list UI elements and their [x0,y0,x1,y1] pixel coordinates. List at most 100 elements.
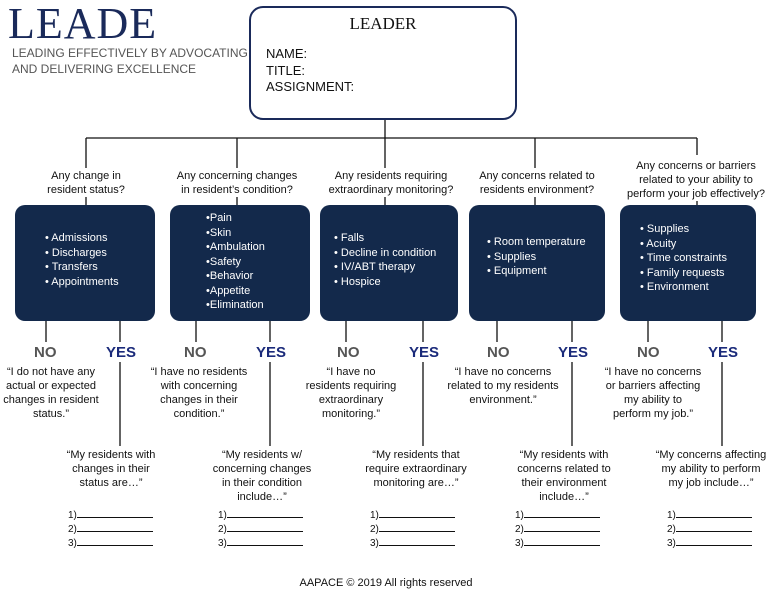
quote-line: my job include…” [668,477,754,489]
blank-line: 1) [515,508,600,522]
logo-title: LEADE [8,0,158,48]
branch-5-card: • Supplies • Acuity • Time constraints •… [620,205,756,321]
blank-line: 3) [218,536,303,550]
question-line: extraordinary monitoring? [328,184,454,196]
quote-line: “My concerns affecting [655,449,767,461]
card-item: •Behavior [206,270,254,282]
quote-line: monitoring are…” [373,477,459,489]
card-item: • Transfers [45,261,98,273]
branch-3-no-label: NO [337,344,360,361]
quote-line: my ability to [623,394,683,406]
branch-1-blanks: 1) 2) 3) [68,508,153,550]
question-line: Any change in [51,170,121,182]
branch-4-blanks: 1) 2) 3) [515,508,600,550]
quote-line: “I have no concerns [454,366,552,378]
quote-line: include…” [237,491,287,503]
branch-3-blanks: 1) 2) 3) [370,508,455,550]
quote-line: changes in resident [3,394,99,406]
card-item: • Appointments [45,275,119,288]
card-item: • Supplies [640,223,690,235]
blank-line: 3) [515,536,600,550]
quote-line: their environment [521,477,607,489]
card-item: •Pain [206,212,232,224]
branch-3-yes-label: YES [409,344,440,361]
blank-line: 3) [68,536,153,550]
branch-3-card: • Falls • Decline in condition • IV/ABT … [320,205,458,321]
blank-line: 2) [218,522,303,536]
branch-2-yes-label: YES [256,344,287,361]
quote-line: monitoring.” [321,408,381,420]
card-item: • Hospice [334,275,381,288]
card-item: • Falls [334,232,365,244]
quote-line: changes in their [72,463,150,475]
blank-line: 2) [515,522,600,536]
leader-name-label: NAME: [266,46,308,61]
blank-line: 2) [68,522,153,536]
card-item: • Admissions [45,232,108,244]
branch-4-card: • Room temperature • Supplies • Equipmen… [469,205,605,321]
branch-2-card: •Pain •Skin •Ambulation •Safety •Behavio… [170,205,310,321]
blank-line: 2) [370,522,455,536]
quote-line: perform my job.” [612,408,694,420]
quote-line: with concerning [160,380,238,392]
leader-assignment-label: ASSIGNMENT: [266,79,355,94]
branch-2-question: Any concerning changes in resident’s con… [169,169,305,197]
quote-line: include…” [539,491,589,503]
branch-5-yes-label: YES [708,344,739,361]
card-item: • Acuity [640,237,677,250]
logo-subtitle-line2: AND DELIVERING EXCELLENCE [12,62,197,76]
branch-4-no-quote: “I have no concerns related to my reside… [440,365,566,407]
branch-4-yes-quote: “My residents with concerns related to t… [507,448,621,504]
card-item: • Equipment [487,265,547,277]
quote-line: changes in their [160,394,238,406]
question-line: Any concerning changes [176,170,298,182]
leader-title-label: TITLE: [266,63,306,78]
quote-line: require extraordinary [365,463,467,475]
quote-line: extraordinary [318,394,384,406]
branch-2-no-quote: “I have no residents with concerning cha… [144,365,254,421]
branch-5-yes-quote: “My concerns affecting my ability to per… [650,448,772,490]
quote-line: “My residents that [372,449,460,461]
branch-3-yes-quote: “My residents that require extraordinary… [355,448,477,490]
card-item: • Discharges [45,246,107,259]
blank-line: 3) [370,536,455,550]
card-item: •Elimination [206,299,264,311]
card-item: • Room temperature [487,236,586,248]
branch-2-blanks: 1) 2) 3) [218,508,303,550]
quote-line: “I have no concerns [604,366,702,378]
logo-subtitle-line1: LEADING EFFECTIVELY BY ADVOCATING [12,46,248,60]
quote-line: concerns related to [517,463,611,475]
quote-line: “My residents w/ [221,449,303,461]
quote-line: “My residents with [66,449,156,461]
branch-5-question: Any concerns or barriers related to your… [620,159,772,201]
card-item: • IV/ABT therapy [334,261,416,273]
quote-line: in their condition [221,477,303,489]
card-item: • Time constraints [640,252,727,264]
branch-1-card: • Admissions • Discharges • Transfers • … [15,205,155,321]
quote-line: related to my residents [447,380,559,392]
leader-info-box: LEADER NAME: TITLE: ASSIGNMENT: [249,6,517,120]
quote-line: concerning changes [212,463,312,475]
card-item: • Decline in condition [334,246,437,259]
branch-5-no-label: NO [637,344,660,361]
blank-line: 1) [667,508,752,522]
copyright-footer: AAPACE © 2019 All rights reserved [299,577,473,589]
branch-5-no-quote: “I have no concerns or barriers affectin… [593,365,713,421]
card-item: •Skin [206,226,232,239]
branch-4-question: Any concerns related to residents enviro… [470,169,604,197]
quote-line: status are…” [79,477,143,489]
quote-line: “I do not have any [6,366,96,378]
branch-3-question: Any residents requiring extraordinary mo… [318,169,464,197]
card-item: •Ambulation [206,241,265,253]
leader-title: LEADER [349,14,417,33]
quote-line: environment.” [469,394,537,406]
blank-line: 2) [667,522,752,536]
question-line: residents environment? [479,184,595,196]
question-line: perform your job effectively? [627,188,765,200]
quote-line: “I have no [326,366,376,378]
branch-1-yes-label: YES [106,344,137,361]
branch-1-question: Any change in resident status? [26,169,146,197]
question-line: in resident’s condition? [181,184,293,196]
question-line: Any concerns or barriers [636,160,756,172]
